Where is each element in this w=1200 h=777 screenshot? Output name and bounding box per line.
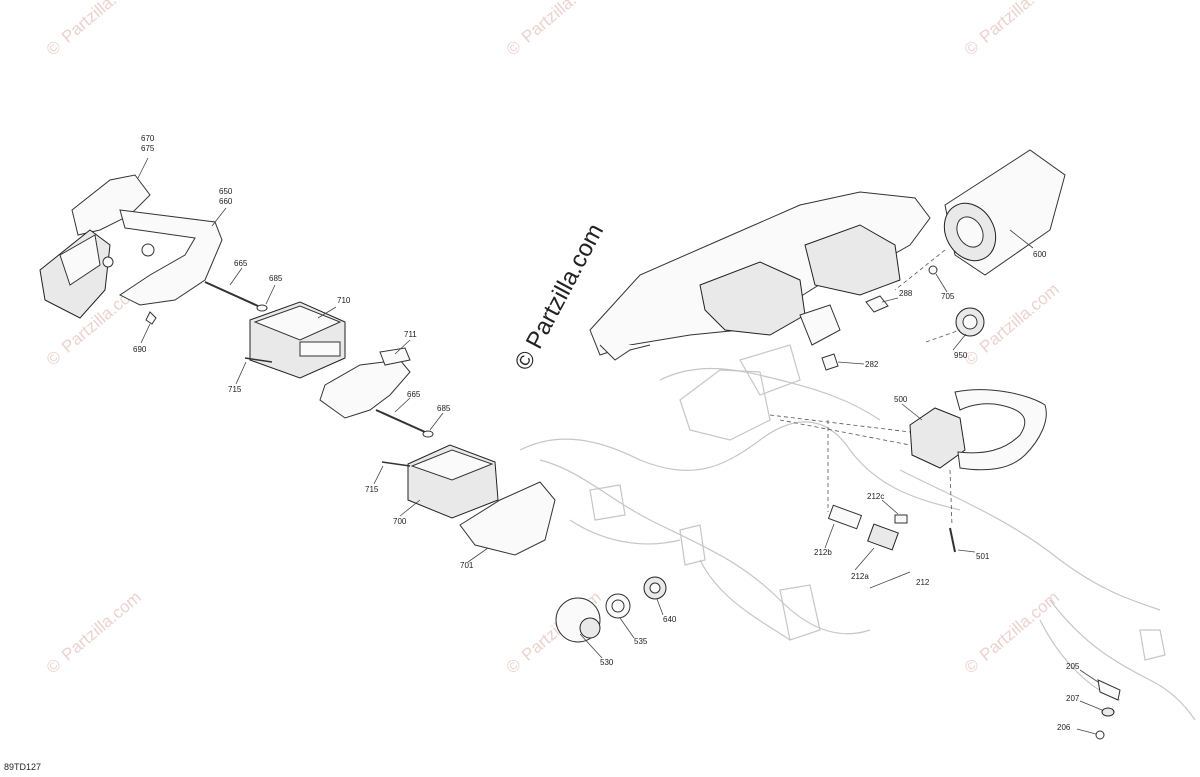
callout-206: 206 xyxy=(1057,723,1071,732)
bracket-701 xyxy=(459,481,556,556)
callout-670: 670 xyxy=(141,134,155,143)
callout-288: 288 xyxy=(899,289,913,298)
watermark-text: Partzilla.com xyxy=(976,588,1063,665)
callout-530: 530 xyxy=(600,658,614,667)
callout-501: 501 xyxy=(976,552,990,561)
watermark-symbol: © xyxy=(503,655,525,678)
handlebar-mount-assembly xyxy=(39,174,223,325)
callout-710: 710 xyxy=(337,296,351,305)
small-parts-right xyxy=(821,265,985,371)
callout-282: 282 xyxy=(865,360,879,369)
watermark-symbol: © xyxy=(961,655,983,678)
callout-675: 675 xyxy=(141,144,155,153)
callout-660: 660 xyxy=(219,197,233,206)
harness-outline xyxy=(519,344,1196,721)
watermark-symbol: © xyxy=(961,37,983,60)
callout-715-lower: 715 xyxy=(365,485,379,494)
callout-690: 690 xyxy=(133,345,147,354)
switch-500 xyxy=(909,389,1047,471)
callout-212b: 212b xyxy=(814,548,832,557)
bracket-711 xyxy=(319,347,411,419)
watermark-symbol: © xyxy=(43,655,65,678)
callout-212a: 212a xyxy=(851,572,869,581)
center-watermark: © Partzilla.com xyxy=(509,219,609,374)
watermark-symbol: © xyxy=(43,347,65,370)
watermark-text: Partzilla.com xyxy=(58,0,145,47)
relay-module-upper xyxy=(244,301,346,379)
watermark-symbol: © xyxy=(43,37,65,60)
bracket-205-group xyxy=(1095,679,1121,740)
callout-207: 207 xyxy=(1066,694,1080,703)
callouts: 670 675 650 660 665 685 710 690 715 711 … xyxy=(133,134,1080,732)
watermarks: © Partzilla.com © Partzilla.com © Partzi… xyxy=(43,0,1063,677)
headlight-assembly xyxy=(589,191,931,361)
callout-715-upper: 715 xyxy=(228,385,242,394)
socket-parts xyxy=(555,576,667,643)
watermark-symbol: © xyxy=(503,37,525,60)
callout-685-upper: 685 xyxy=(269,274,283,283)
callout-665-lower: 665 xyxy=(407,390,421,399)
callout-701: 701 xyxy=(460,561,474,570)
callout-600: 600 xyxy=(1033,250,1047,259)
diagram-code: 89TD127 xyxy=(4,762,42,772)
relay-module-lower xyxy=(381,444,499,519)
callout-535: 535 xyxy=(634,637,648,646)
callout-205: 205 xyxy=(1066,662,1080,671)
bolt-lower xyxy=(375,409,434,438)
watermark-text: Partzilla.com xyxy=(976,0,1063,47)
watermark-text: Partzilla.com xyxy=(976,280,1063,357)
callout-665-upper: 665 xyxy=(234,259,248,268)
dashed-lines xyxy=(769,249,961,527)
callout-212: 212 xyxy=(916,578,930,587)
bolt-upper xyxy=(204,281,268,312)
watermark-text: Partzilla.com xyxy=(58,588,145,665)
callout-711: 711 xyxy=(404,330,417,339)
callout-950: 950 xyxy=(954,351,968,360)
callout-700: 700 xyxy=(393,517,407,526)
callout-685-lower: 685 xyxy=(437,404,451,413)
connector-212 xyxy=(827,504,956,553)
cover-600 xyxy=(943,149,1066,276)
leader-lines xyxy=(137,157,1103,735)
callout-500: 500 xyxy=(894,395,908,404)
callout-212c: 212c xyxy=(867,492,884,501)
callout-705: 705 xyxy=(941,292,955,301)
watermark-text: Partzilla.com xyxy=(518,0,605,47)
callout-650: 650 xyxy=(219,187,233,196)
callout-640: 640 xyxy=(663,615,677,624)
